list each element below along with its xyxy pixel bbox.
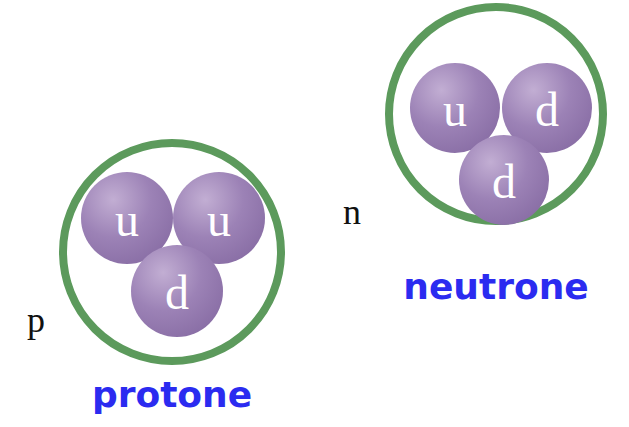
quark-label: d [165, 269, 189, 317]
particle-symbol: n [343, 194, 361, 230]
quark-label: u [207, 196, 231, 244]
quark-label: d [535, 86, 559, 134]
particle-name: neutrone [403, 269, 588, 305]
particle-name: protone [92, 377, 252, 413]
quark-circle: d [458, 134, 550, 226]
particle-outline [389, 7, 603, 221]
quark-label: u [443, 86, 467, 134]
particle-circle: pprotoneuud [58, 138, 286, 366]
quark-label: d [492, 158, 516, 206]
quark-fill [131, 245, 223, 337]
particle-circle: nneutroneudd [384, 2, 608, 226]
particle-outline [63, 143, 281, 361]
quark-fill [459, 135, 549, 225]
particle-symbol: p [27, 302, 45, 338]
quark-label: u [115, 196, 139, 244]
quark-circle: d [130, 244, 224, 338]
